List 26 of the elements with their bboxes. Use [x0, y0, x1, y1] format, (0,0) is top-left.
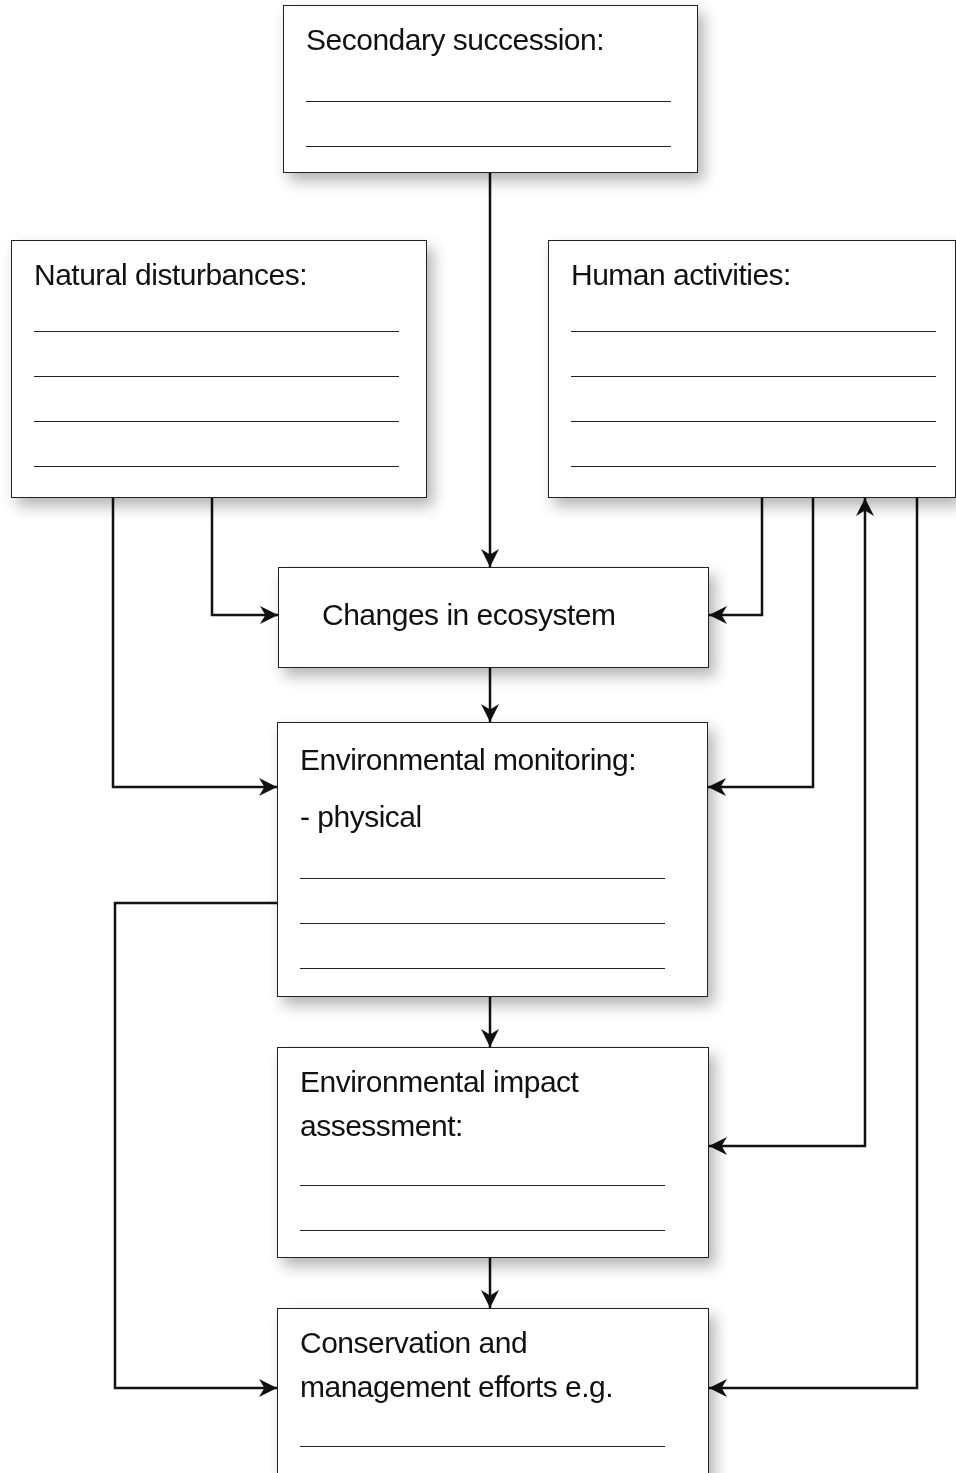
box-heading: Human activities:: [571, 257, 792, 293]
arrow: [481, 997, 499, 1047]
arrow: [709, 498, 919, 1397]
arrow: [210, 498, 278, 624]
arrow: [709, 498, 764, 624]
box-heading: Environmental monitoring:: [300, 742, 637, 778]
arrow: [481, 1258, 499, 1308]
process-box: [277, 1047, 709, 1258]
arrow: [708, 498, 815, 796]
box-heading: Conservation and management efforts e.g.: [300, 1325, 615, 1405]
process-box: [548, 240, 956, 498]
box-heading: Natural disturbances:: [34, 257, 308, 293]
process-box: [283, 5, 698, 173]
process-box: [277, 1308, 709, 1473]
arrow: [481, 173, 499, 567]
box-heading: Environmental impact assessment:: [300, 1064, 580, 1144]
arrow: [709, 498, 874, 1155]
arrow: [111, 498, 277, 796]
process-box: [278, 567, 709, 668]
process-box: [277, 722, 708, 997]
process-box: [11, 240, 427, 498]
arrow: [481, 668, 499, 722]
box-heading: Secondary succession:: [306, 22, 605, 58]
list-item: - physical: [300, 799, 423, 835]
box-heading: Changes in ecosystem: [322, 597, 617, 633]
arrow: [113, 901, 277, 1397]
